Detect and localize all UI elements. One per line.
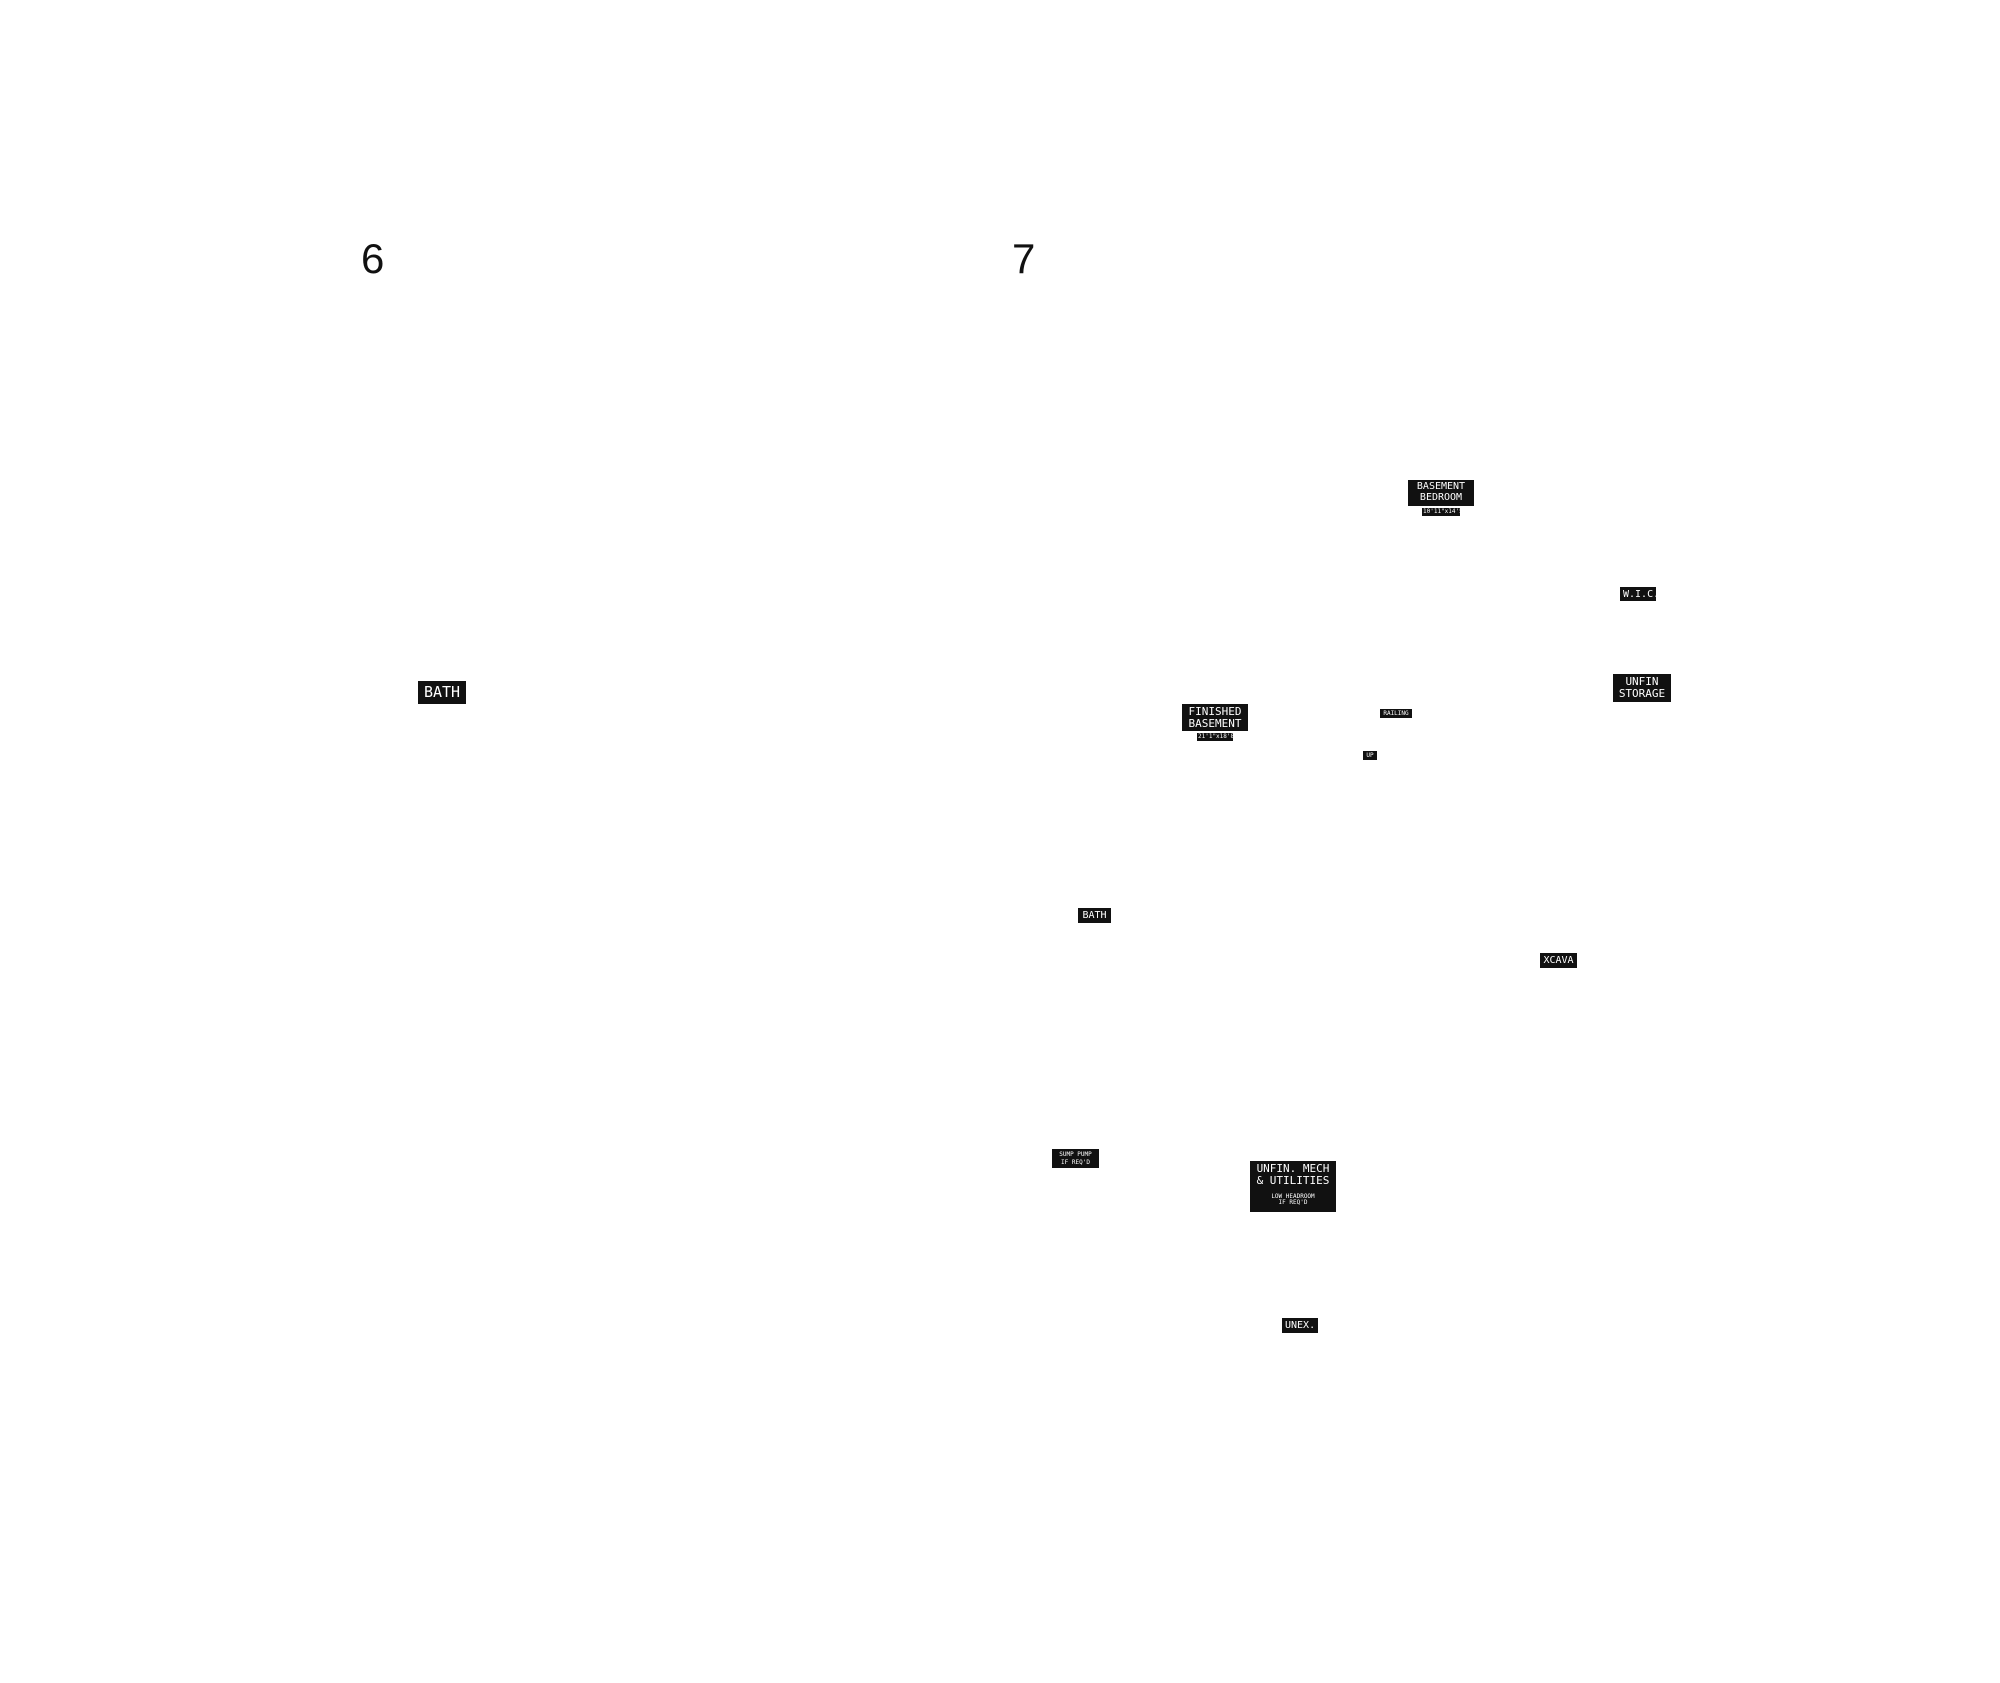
unfin-storage-line2: STORAGE — [1618, 686, 1666, 700]
room-label-wic: W.I.C. — [1620, 587, 1659, 601]
sump-pump-label: SUMP PUMP IF REQ'D — [1052, 1149, 1099, 1168]
finished-basement-line2: BASEMENT — [1188, 716, 1242, 730]
sheet-number-6: 6 — [361, 235, 385, 282]
room-dims-finished-basement: 21'1"x18'8" — [1197, 733, 1238, 741]
railing-label: RAILING — [1380, 709, 1412, 718]
unfin-mech-note2: IF REQ'D — [1278, 1199, 1308, 1207]
room-label-unexcavated: UNEX. — [1282, 1318, 1318, 1333]
basement-bedroom-line2: BEDROOM — [1419, 491, 1463, 503]
sump-pump-line1: SUMP PUMP — [1059, 1151, 1092, 1158]
room-label-basement-bedroom: BASEMENT BEDROOM — [1408, 480, 1474, 506]
room-label-finished-basement: FINISHED BASEMENT — [1182, 704, 1248, 731]
room-label-excavation: XCAVA — [1540, 953, 1577, 968]
room-label-bath-plan-7: BATH — [1078, 908, 1111, 923]
unfin-mech-note1: LOW HEADROOM — [1271, 1193, 1315, 1201]
unfin-mech-line2: & UTILITIES — [1256, 1173, 1330, 1187]
finished-basement-line1: FINISHED — [1188, 705, 1242, 718]
room-label-bath-plan-6: BATH — [418, 681, 466, 704]
sheet-number-7: 7 — [1012, 235, 1036, 282]
unfin-storage-line1: UNFIN — [1625, 675, 1659, 688]
stair-up-label: UP — [1363, 751, 1377, 760]
room-label-unfin-storage: UNFIN STORAGE — [1613, 674, 1671, 702]
room-dims-basement-bedroom: 10'11"x14'5" — [1422, 508, 1467, 516]
unfin-mech-line1: UNFIN. MECH — [1256, 1162, 1330, 1175]
basement-bedroom-line1: BASEMENT — [1416, 481, 1466, 492]
room-label-unfin-mech-utilities: UNFIN. MECH & UTILITIES LOW HEADROOM IF … — [1250, 1161, 1336, 1212]
sump-pump-line2: IF REQ'D — [1061, 1159, 1090, 1166]
